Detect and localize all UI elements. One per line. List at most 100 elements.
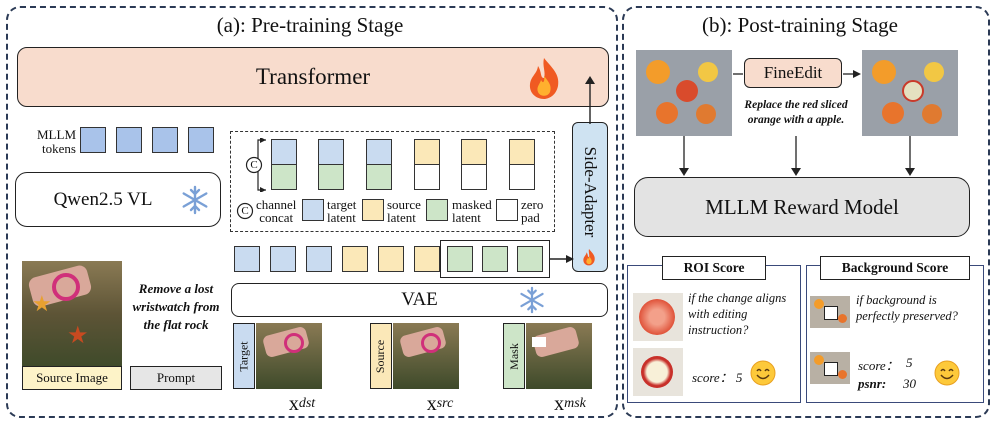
latent-token	[342, 246, 368, 272]
legend-target-latent-2: latent	[327, 210, 356, 225]
latent-token	[234, 246, 260, 272]
x-msk-sub: msk	[564, 396, 586, 411]
legend-channel-concat-1: channel	[256, 197, 297, 212]
background-question: if background is perfectly preserved?	[856, 293, 958, 323]
qwen-label: Qwen2.5 VL	[53, 188, 153, 210]
fineedit-label: FineEdit	[763, 63, 823, 82]
latent-token	[270, 246, 296, 272]
roi-score-value: score： 5	[692, 370, 743, 385]
legend-source-latent: source latent	[387, 198, 421, 224]
latent-masked-bottom	[271, 164, 297, 190]
x-msk-symbol: x	[554, 392, 565, 415]
fruit-image-before	[636, 50, 732, 136]
mllm-token	[116, 127, 142, 153]
mllm-tokens-line1: MLLM	[37, 127, 76, 142]
vae-block: VAE	[231, 283, 608, 317]
mllm-token	[80, 127, 106, 153]
legend-masked-latent: masked latent	[452, 198, 492, 224]
side-adapter-block	[572, 122, 608, 272]
psnr-label: psnr:	[858, 376, 887, 391]
legend-channel-concat: channel concat	[256, 198, 296, 224]
latent-masked-bottom	[318, 164, 344, 190]
legend-target-latent: target latent	[327, 198, 356, 224]
mllm-tokens-label: MLLM tokens	[18, 128, 76, 156]
qwen-block: Qwen2.5 VL	[15, 172, 221, 227]
mask-tag-label: Mask	[506, 342, 521, 370]
mask-tag: Mask	[503, 323, 525, 389]
x-dst-symbol: x	[288, 392, 299, 415]
zero-pad-bottom	[461, 164, 487, 190]
legend-channel-concat-2: concat	[259, 210, 294, 225]
background-score-value: 5	[906, 355, 913, 370]
psnr-value: 30	[903, 376, 916, 391]
background-image-top	[810, 296, 850, 328]
x-src-sub: src	[436, 396, 454, 411]
smiley-icon	[750, 360, 776, 386]
legend-zero-pad: zero pad	[521, 198, 543, 224]
target-tag: Target	[233, 323, 255, 389]
legend-target-swatch	[302, 199, 324, 221]
latent-source-top	[509, 139, 535, 165]
latent-masked-bottom	[366, 164, 392, 190]
source-image-label: Source Image	[22, 366, 122, 390]
latent-token	[482, 246, 508, 272]
legend-zero-pad-1: zero	[521, 197, 544, 212]
latent-token	[447, 246, 473, 272]
legend-source-swatch	[362, 199, 384, 221]
latent-target-top	[318, 139, 344, 165]
transformer-block: Transformer	[17, 47, 609, 107]
pretraining-title: (a): Pre-training Stage	[216, 12, 404, 37]
target-image	[256, 323, 322, 389]
legend-source-latent-2: latent	[387, 210, 416, 225]
side-adapter-flame-icon	[583, 249, 595, 266]
masked-token-group	[440, 240, 550, 278]
latent-token	[306, 246, 332, 272]
smiley-icon	[934, 360, 960, 386]
legend-zero-swatch	[496, 199, 518, 221]
legend-masked-latent-2: latent	[452, 210, 481, 225]
legend-zero-pad-2: pad	[521, 210, 540, 225]
arrows-down-icon	[679, 136, 915, 176]
source-input-image	[393, 323, 459, 389]
side-adapter-label: Side-Adapter	[581, 146, 600, 238]
reward-model-block: MLLM Reward Model	[634, 177, 970, 237]
zero-pad-bottom	[414, 164, 440, 190]
flame-icon	[529, 58, 559, 99]
latent-source-top	[414, 139, 440, 165]
legend-c-symbol: C	[241, 205, 249, 217]
channel-concat-icon	[236, 202, 254, 220]
transformer-label: Transformer	[255, 64, 371, 89]
prompt-text: Remove a lost wristwatch from the flat r…	[132, 281, 220, 332]
latent-token	[378, 246, 404, 272]
posttraining-title: (b): Post-training Stage	[702, 12, 898, 37]
roi-grapefruit-image	[633, 293, 683, 341]
background-score-title: Background Score	[820, 256, 970, 280]
roi-score-title: ROI Score	[662, 256, 766, 280]
latent-source-top	[461, 139, 487, 165]
fineedit-block: FineEdit	[744, 58, 842, 88]
concat-bracket-icon	[245, 138, 266, 192]
latent-target-top	[271, 139, 297, 165]
legend-masked-swatch	[426, 199, 448, 221]
target-tag-label: Target	[236, 340, 251, 372]
latent-token	[414, 246, 440, 272]
latent-token	[517, 246, 543, 272]
vae-snowflake-icon	[520, 286, 544, 314]
reward-model-label: MLLM Reward Model	[705, 194, 899, 219]
arrow-right-icon	[550, 255, 574, 263]
x-dst-sub: dst	[298, 396, 316, 411]
source-tag-label: Source	[373, 339, 388, 373]
vae-label: VAE	[401, 289, 438, 310]
background-score-label: score：	[858, 358, 899, 373]
legend-masked-latent-1: masked	[452, 197, 492, 212]
background-image-bottom	[810, 352, 850, 384]
arrow-up-icon	[585, 76, 595, 124]
snowflake-icon	[182, 185, 208, 215]
posttraining-panel	[622, 6, 990, 418]
edit-instruction: Replace the red sliced orange with a app…	[744, 99, 848, 126]
prompt-label: Prompt	[130, 366, 222, 390]
pretraining-panel	[6, 6, 618, 418]
